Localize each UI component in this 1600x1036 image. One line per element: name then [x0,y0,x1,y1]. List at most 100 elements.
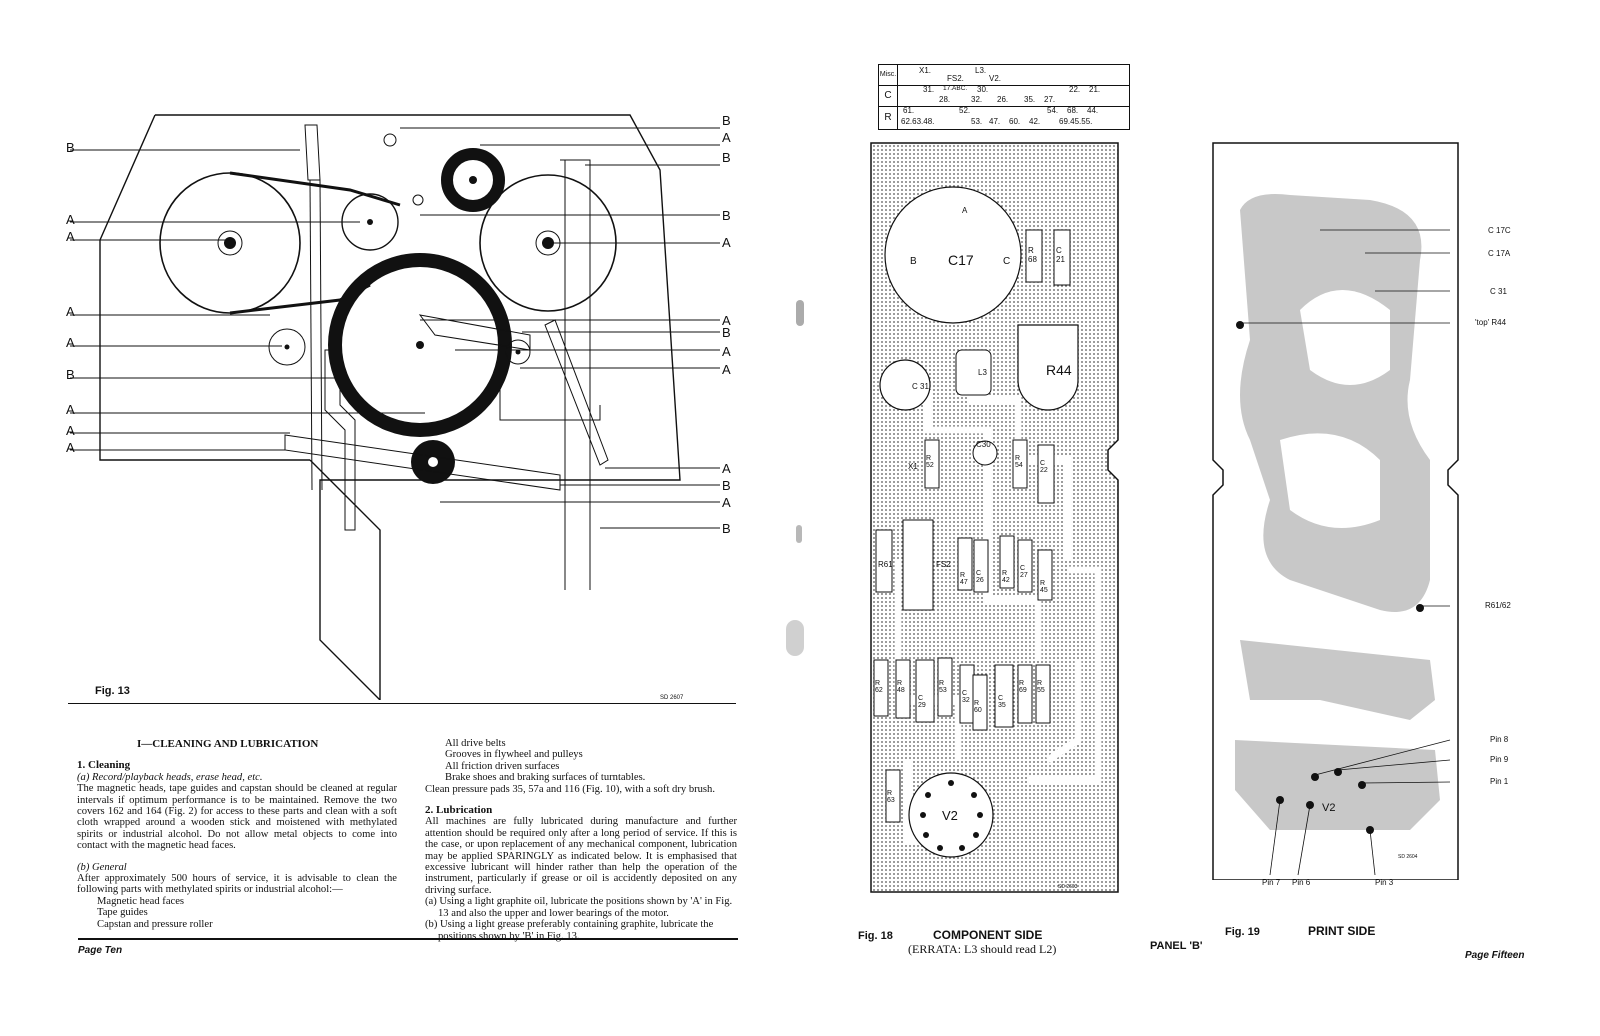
fig13-letter: A [66,212,75,227]
subsection-b-title: (b) General [77,861,127,873]
board-label: V2 [1322,802,1336,814]
component-label: R 48 [897,680,905,694]
list-item: Tape guides [97,907,148,919]
clean-pads-text: Clean pressure pads 35, 57a and 116 (Fig… [425,783,716,795]
footer-rule [78,938,738,940]
component-label: R 54 [1015,455,1023,469]
table-row: R 61. 52. 54. 68. 44. 62.63.48. 53. 47. … [879,106,1129,129]
fig13-letter: A [66,304,75,319]
board-label: Pin 9 [1490,755,1509,764]
component-label: R44 [1046,362,1072,378]
component-label: R 55 [1037,680,1045,694]
fig13-letter: A [66,440,75,455]
fig13-letter: B [722,150,731,165]
fig13-letter: B [66,367,75,382]
fig13-letter: A [66,423,75,438]
fig13-letter: B [722,208,731,223]
fig13-letter: A [722,344,731,359]
list-item: Magnetic head faces [97,895,185,907]
board-label: Pin 3 [1375,878,1394,887]
component-label: C30 [976,440,991,449]
component-label: C 26 [976,570,984,584]
subsection-a-text: The magnetic heads, tape guides and caps… [77,783,397,852]
component-label: C 22 [1040,460,1048,474]
fig13-letter: A [722,235,731,250]
list-item: Capstan and pressure roller [97,918,213,930]
scan-mark [796,525,802,543]
component-label: C 32 [962,690,970,704]
component-label: R 47 [960,572,968,586]
fig18-component-board [870,142,1119,893]
board-label: Pin 1 [1490,777,1509,786]
component-label: R 68 [1028,246,1037,264]
lubrication-heading: 2. Lubrication [425,804,493,817]
component-label: C [1003,256,1011,267]
fig18-caption: Fig. 18 [858,930,893,942]
board-label: Pin 8 [1490,735,1509,744]
board-label: R61/62 [1485,601,1511,610]
fig13-letter: A [722,461,731,476]
fig19-print-board [1212,142,1459,880]
fig18-title: COMPONENT SIDE [933,928,1043,942]
board-label: Pin 6 [1292,878,1311,887]
table-row: Misc. X1. FS2. L3. V2. [879,65,1129,86]
fig13-letter: B [722,325,731,340]
fig13-letter: B [722,113,731,128]
subsection-a-title: (a) Record/playback heads, erase head, e… [77,771,263,783]
fig19-ref: SD 2604 [1398,854,1418,860]
board-label: C 17A [1488,249,1511,258]
fig18-ref: SD 2603 [1058,884,1078,890]
component-label: V2 [942,808,958,823]
text-column-2: All drive belts Grooves in flywheel and … [425,738,737,942]
fig13-letter: A [66,335,75,350]
table-row: C 31. 17.ABC. 30. 22. 21. 28. 32. 26. 35… [879,85,1129,107]
list-item: Grooves in flywheel and pulleys [445,749,583,761]
component-label: C 31 [912,382,929,391]
figure-13-diagram [70,114,720,700]
lubrication-item-b: (b) Using a light grease preferably cont… [425,919,714,942]
fig13-letter: B [66,140,75,155]
divider [68,703,736,704]
page-footer-right: Page Fifteen [1465,950,1525,961]
fig19-caption: Fig. 19 [1225,926,1260,938]
component-label: R 63 [887,790,895,804]
list-item: All drive belts [445,738,506,749]
list-item: Brake shoes and braking surfaces of turn… [445,772,646,784]
cleaning-heading: 1. Cleaning [77,759,131,772]
component-label: C17 [948,252,974,268]
component-label: R 42 [1002,570,1010,584]
component-label: C 29 [918,695,926,709]
section-title: I—CLEANING AND LUBRICATION [137,738,319,750]
fig13-letter: B [722,478,731,493]
lubrication-text: All machines are fully lubricated during… [425,816,737,896]
board-label: C 31 [1490,287,1507,296]
fig13-caption: Fig. 13 [95,685,130,697]
component-label: L3 [978,368,987,377]
subsection-b-text: After approximately 500 hours of service… [77,873,397,896]
text-column-1: I—CLEANING AND LUBRICATION 1. Cleaning (… [77,738,397,930]
component-label: R 52 [926,455,934,469]
panel-label: PANEL 'B' [1150,940,1203,952]
fig13-letter: A [722,362,731,377]
component-label: R61 [878,560,893,569]
board-label: Pin 7 [1262,878,1281,887]
fig18-errata: (ERRATA: L3 should read L2) [908,942,1057,956]
component-label: FS2 [936,560,951,569]
board-label: 'top' R44 [1475,318,1507,327]
component-label: C 27 [1020,565,1028,579]
component-label: R 60 [974,700,982,714]
fig13-ref: SD 2607 [660,695,684,701]
fig13-letter: A [66,229,75,244]
fig13-letter: A [66,402,75,417]
component-label: R 69 [1019,680,1027,694]
lubrication-item-a: (a) Using a light graphite oil, lubricat… [425,896,733,919]
component-label: X1 [908,462,918,471]
fig13-letter: A [722,130,731,145]
board-label: C 17C [1488,226,1511,235]
scan-mark [796,300,804,326]
page-footer-left: Page Ten [78,945,123,956]
fig13-letter: B [722,521,731,536]
component-label: C 21 [1056,246,1065,264]
fig13-letter: A [722,313,731,328]
fig13-letter: A [722,495,731,510]
